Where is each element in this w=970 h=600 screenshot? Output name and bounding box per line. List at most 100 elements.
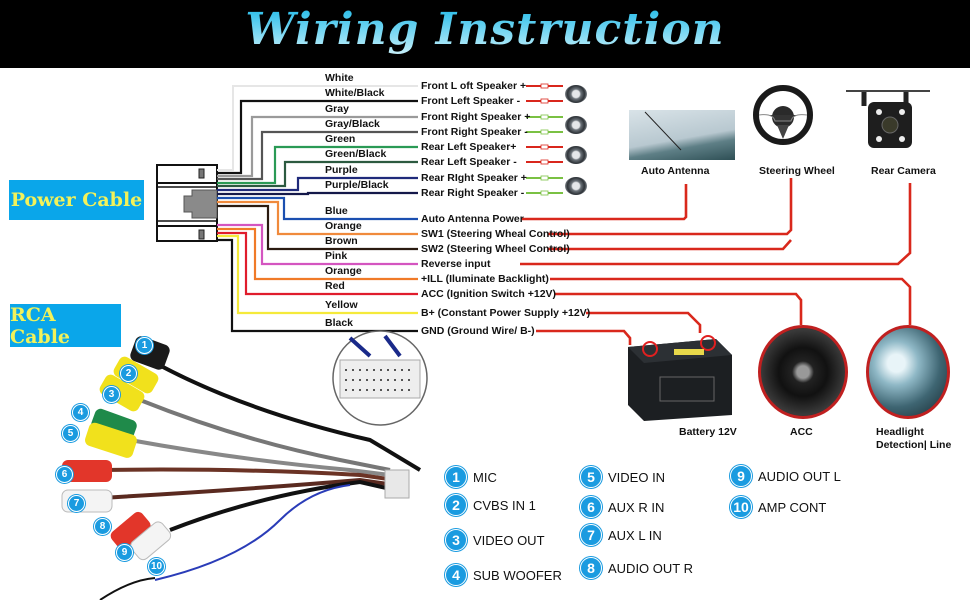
power-wire [217,234,418,315]
wire-function-label: SW2 (Steering Wheel Control) [421,243,570,255]
rca-number-badge: 9 [116,544,133,561]
wire-function-label: Rear RIght Speaker + [421,172,527,184]
title-bar [0,0,970,68]
wire-color-label: Purple [325,164,358,176]
wire-color-label: Red [325,280,345,292]
wire-function-label: B+ (Constant Power Supply +12V) [421,307,591,319]
lead-connector [540,190,549,196]
number-badge-icon: 8 [580,557,602,579]
rca-number-badge: 4 [72,404,89,421]
acc-ignition-image [758,325,848,419]
number-badge-icon: 7 [580,524,602,546]
wire-function-label: Front Right Speaker + [421,111,531,123]
connection-line [555,292,803,325]
power-wire [217,196,418,221]
number-badge-icon: 2 [445,494,467,516]
wire-color-label: Blue [325,205,348,217]
legend-item: 1 MIC [445,466,497,488]
wire-color-label: Purple/Black [325,179,389,191]
power-wire [217,227,418,281]
headlight-label-line1: Headlight [876,426,924,438]
headlight-image [866,325,950,419]
wire-color-label: Gray/Black [325,118,380,130]
wire-color-label: White [325,72,354,84]
lead-connector [540,83,549,89]
rca-number-badge: 3 [103,386,120,403]
power-connector [156,164,218,242]
auto-antenna-image [629,110,735,160]
wire-function-label: Auto Antenna Power [421,213,524,225]
speaker-icon [565,116,587,134]
wire-function-label: Front Right Speaker - [421,126,528,138]
legend-label: AUDIO OUT R [608,560,693,576]
wire-function-label: Rear Left Speaker+ [421,141,517,153]
speaker-wire [217,115,418,178]
wire-function-label: Front L oft Speaker + [421,80,527,92]
legend-label: VIDEO OUT [473,532,545,548]
wire-function-label: GND (Ground Wire/ B-) [421,325,535,337]
steering-wheel-label: Steering Wheel [759,165,835,177]
steering-wheel-image [753,85,813,145]
battery-label: Battery 12V [679,426,737,438]
power-wire [217,231,418,296]
speaker-wire [217,145,418,185]
lead-connector [540,144,549,150]
wire-color-label: Black [325,317,354,329]
rca-number-badge: 5 [62,425,79,442]
number-badge-icon: 10 [730,496,752,518]
connection-line [536,329,632,345]
lead-connector [540,114,549,120]
rca-number-badge: 2 [120,365,137,382]
number-badge-icon: 4 [445,564,467,586]
legend-label: AUX R IN [608,499,665,515]
rca-number-badge: 7 [68,495,85,512]
wire-color-label: Orange [325,220,362,232]
legend-item: 10 AMP CONT [730,496,826,518]
connection-line [522,184,688,221]
number-badge-icon: 9 [730,465,752,487]
rca-number-badge: 6 [56,466,73,483]
legend-label: SUB WOOFER [473,567,562,583]
power-cable-label: Power Cable [9,180,144,220]
battery-image [620,325,738,425]
speaker-icon [565,177,587,195]
connection-line [520,183,912,266]
power-wire [217,200,418,236]
legend-item: 8 AUDIO OUT R [580,557,693,579]
lead-connector [540,175,549,181]
wire-color-label: White/Black [325,87,385,99]
speaker-wire [217,160,418,188]
power-wire [217,223,418,266]
wire-function-label: ACC (Ignition Switch +12V) [421,288,557,300]
legend-label: CVBS IN 1 [473,497,536,513]
rear-camera-image [846,88,930,156]
page-title: Wiring Instruction [0,4,970,55]
wire-color-label: Yellow [325,299,358,311]
wire-function-label: +ILL (Iluminate Backlight) [421,273,549,285]
lead-connector [540,129,549,135]
speaker-wire [217,130,418,181]
connection-line [548,178,793,236]
auto-antenna-label: Auto Antenna [641,165,710,177]
legend-label: AMP CONT [758,499,827,515]
legend-label: MIC [473,469,497,485]
power-wire [217,204,418,251]
rca-number-badge: 1 [136,337,153,354]
number-badge-icon: 1 [445,466,467,488]
legend-item: 4 SUB WOOFER [445,564,562,586]
wire-color-label: Gray [325,103,349,115]
wire-function-label: Front Left Speaker - [421,95,521,107]
wire-function-label: Rear Left Speaker - [421,156,517,168]
wire-color-label: Green/Black [325,148,387,160]
lead-connector [540,159,549,165]
lead-connector [540,98,549,104]
connection-line [586,311,702,333]
legend-label: AUDIO OUT L [758,468,841,484]
speaker-wire [217,99,418,175]
wire-function-label: Rear Right Speaker - [421,187,525,199]
wire-function-label: SW1 (Steering Wheal Control) [421,228,570,240]
